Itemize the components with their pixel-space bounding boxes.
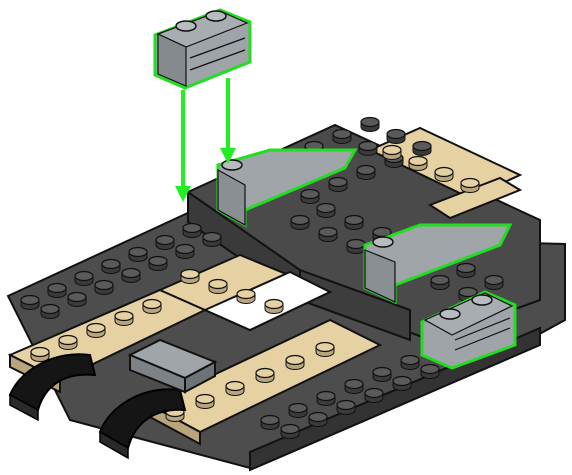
stud — [421, 365, 439, 374]
stud — [333, 130, 351, 139]
stud — [317, 392, 335, 401]
stud — [401, 356, 419, 365]
stud — [345, 380, 363, 389]
stud — [409, 157, 427, 166]
grille-right-stud-2 — [472, 295, 492, 305]
stud — [226, 382, 244, 391]
stud — [337, 401, 355, 410]
stud — [413, 142, 431, 151]
stud — [143, 300, 161, 309]
wedge-left-stud — [222, 160, 242, 170]
stud — [291, 216, 309, 225]
stud — [461, 179, 479, 188]
stud — [95, 281, 113, 290]
stud — [156, 236, 174, 245]
stud — [317, 204, 335, 213]
stud — [301, 190, 319, 199]
stud — [319, 228, 337, 237]
stud — [176, 245, 194, 254]
stud — [316, 343, 334, 352]
stud — [281, 425, 299, 434]
stud — [435, 168, 453, 177]
stud — [347, 240, 365, 249]
stud — [129, 248, 147, 257]
stud — [75, 272, 93, 281]
stud — [265, 300, 283, 309]
stud — [209, 280, 227, 289]
stud — [181, 270, 199, 279]
stud — [357, 166, 375, 175]
stud — [261, 416, 279, 425]
stud — [329, 178, 347, 187]
stud — [459, 288, 477, 297]
stud — [237, 290, 255, 299]
stud — [485, 276, 503, 285]
new-part-floating-grille — [155, 10, 250, 88]
stud — [102, 260, 120, 269]
stud — [21, 296, 39, 305]
stud — [286, 356, 304, 365]
stud — [289, 404, 307, 413]
stud — [383, 146, 401, 155]
stud — [431, 276, 449, 285]
stud — [457, 264, 475, 273]
stud — [122, 269, 140, 278]
wedge-right-stud — [373, 237, 393, 247]
stud — [41, 305, 59, 314]
stud — [196, 395, 214, 404]
stud — [373, 368, 391, 377]
stud — [31, 348, 49, 357]
stud — [203, 233, 221, 242]
floating-grille-stud-1 — [176, 21, 196, 31]
stud — [361, 118, 379, 127]
stud — [48, 284, 66, 293]
stud — [256, 369, 274, 378]
stud — [393, 377, 411, 386]
stud — [345, 216, 363, 225]
stud — [87, 324, 105, 333]
stud — [387, 130, 405, 139]
floating-grille-stud-2 — [206, 11, 226, 21]
stud — [365, 389, 383, 398]
stud — [359, 142, 377, 151]
stud — [68, 293, 86, 302]
stud — [149, 257, 167, 266]
stud — [183, 224, 201, 233]
grille-right-stud-1 — [440, 309, 460, 319]
stud — [115, 312, 133, 321]
stud — [59, 336, 77, 345]
stud — [309, 413, 327, 422]
